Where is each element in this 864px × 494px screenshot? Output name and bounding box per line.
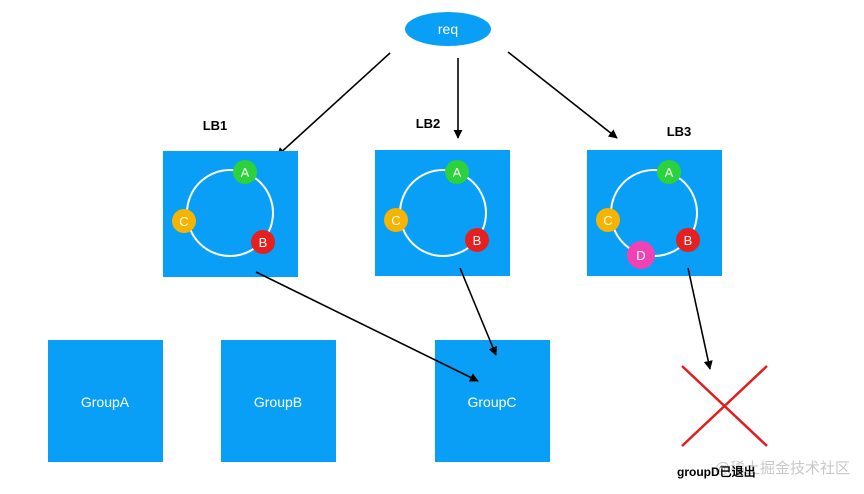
lb2-box: A B C: [375, 150, 510, 276]
arrow-lb2-to-groupc: [459, 267, 498, 356]
groupd-exited-note: groupD已退出: [677, 464, 756, 479]
lb1-box: A B C: [163, 151, 298, 277]
lb3-node-a-label: A: [665, 165, 674, 180]
group-c-box: GroupC: [435, 340, 550, 462]
group-b-box: GroupB: [221, 340, 336, 462]
lb3-node-a: [657, 160, 681, 184]
group-a-background: [48, 340, 163, 462]
arrow-req-to-lb1: [276, 52, 391, 157]
group-b-label: GroupB: [254, 394, 302, 410]
lb1-node-a: [233, 160, 257, 184]
lb1-label: LB1: [203, 118, 228, 133]
lb3-node-c: [596, 208, 620, 232]
lb2-node-b-label: B: [473, 233, 482, 248]
lb2-label: LB2: [416, 116, 441, 131]
lb2-node-b: [465, 228, 489, 252]
group-b-background: [221, 340, 336, 462]
lb3-label: LB3: [667, 124, 692, 139]
group-route-arrows: [255, 267, 713, 382]
group-a-box: GroupA: [48, 340, 163, 462]
lb3-node-d: [627, 241, 655, 269]
cross-stroke-2: [681, 365, 768, 447]
lb3-node-b-label: B: [684, 233, 693, 248]
lb3-node-d-label: D: [636, 248, 645, 263]
lb1-node-b-label: B: [259, 235, 268, 250]
lb1-node-c: [172, 209, 196, 233]
lb3-node-b: [676, 228, 700, 252]
lb1-node-a-label: A: [241, 165, 250, 180]
lb2-node-a: [445, 160, 469, 184]
request-label: req: [438, 21, 458, 37]
lb1-node-c-label: C: [179, 214, 188, 229]
group-c-background: [435, 340, 550, 462]
lb1-node-b: [251, 230, 275, 254]
red-cross-icon: [681, 365, 768, 447]
route-arrows: [276, 51, 618, 157]
lb2-node-c: [384, 208, 408, 232]
group-c-label: GroupC: [467, 394, 516, 410]
lb2-node-c-label: C: [391, 213, 400, 228]
arrow-lb1-to-groupc: [255, 271, 479, 382]
lb3-box: A B C D: [587, 150, 722, 276]
group-a-label: GroupA: [81, 394, 130, 410]
arrow-req-to-lb3: [507, 51, 618, 139]
request-ellipse: [405, 12, 491, 46]
request-node: req: [405, 12, 491, 46]
watermark: @稀土掘金技术社区: [715, 460, 850, 477]
lb2-node-a-label: A: [453, 165, 462, 180]
arrow-lb3-to-groupd: [687, 267, 713, 370]
lb3-node-c-label: C: [603, 213, 612, 228]
